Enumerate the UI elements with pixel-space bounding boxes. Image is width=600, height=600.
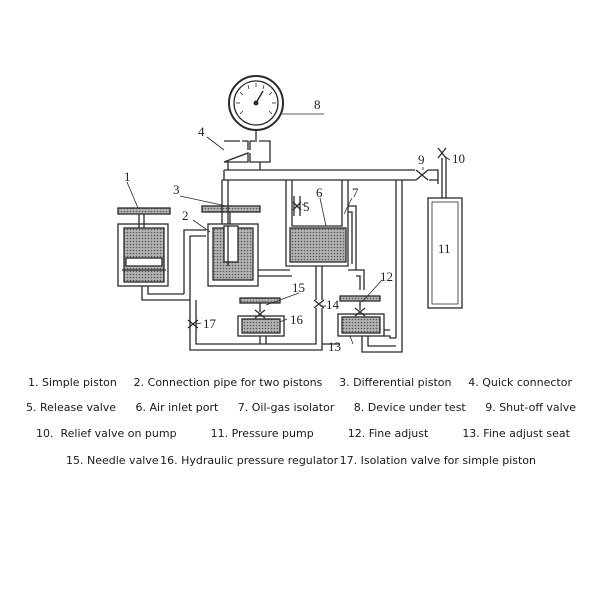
legend-row-4: 15. Needle valve 16. Hydraulic pressure …	[0, 454, 600, 467]
callout-16: 16	[290, 312, 304, 327]
legend-row-3: 10. Relief valve on pump 11. Pressure pu…	[0, 427, 600, 440]
pressure-pump	[427, 197, 463, 309]
legend-item: 16. Hydraulic pressure regulator	[160, 454, 339, 467]
callout-8: 8	[314, 97, 321, 112]
oil-gas-isolator	[285, 180, 357, 300]
callout-15: 15	[292, 280, 305, 295]
quick-connector	[223, 140, 271, 170]
legend-item: 15. Needle valve	[66, 454, 159, 467]
legend-item: 6. Air inlet port	[135, 401, 219, 414]
simple-piston	[117, 207, 171, 287]
pressure-gauge-icon	[228, 75, 284, 131]
release-valve	[292, 201, 302, 211]
callout-11: 11	[438, 241, 451, 256]
callout-9: 9	[418, 152, 425, 167]
legend-item: 3. Differential piston	[339, 376, 452, 389]
fine-adjust	[337, 295, 385, 337]
callout-14: 14	[326, 297, 340, 312]
legend-item: 1. Simple piston	[28, 376, 117, 389]
hydraulic-circuit-diagram: 1 2 3 4 5 6 7 8 9 10 11 12 13 14 15 16 1…	[117, 75, 465, 354]
valve-14	[313, 299, 325, 309]
shut-off-valve	[415, 169, 429, 181]
callout-4: 4	[198, 124, 205, 139]
legend-item: 7. Oil-gas isolator	[237, 401, 335, 414]
legend-item: 12. Fine adjust	[347, 427, 429, 440]
differential-piston	[201, 205, 261, 287]
legend-item: 17. Isolation valve for simple piston	[339, 454, 536, 467]
callout-5: 5	[303, 199, 310, 214]
callout-3: 3	[173, 182, 180, 197]
callout-13: 13	[328, 339, 341, 354]
needle-valve	[237, 297, 285, 337]
callout-12: 12	[380, 269, 393, 284]
legend-item: 13. Fine adjust seat	[462, 427, 570, 440]
legend-item: 2. Connection pipe for two pistons	[133, 376, 323, 389]
connection-pipe	[183, 229, 206, 237]
callout-2: 2	[182, 208, 189, 223]
legend-item: 4. Quick connector	[468, 376, 572, 389]
callout-7: 7	[352, 185, 359, 200]
legend-item: 5. Release valve	[26, 401, 117, 414]
legend-row-1: 1. Simple piston 2. Connection pipe for …	[0, 376, 600, 389]
legend-item: 9. Shut-off valve	[485, 401, 576, 414]
callout-1: 1	[124, 169, 131, 184]
legend-row-2: 5. Release valve 6. Air inlet port 7. Oi…	[0, 401, 600, 414]
callout-17: 17	[203, 316, 217, 331]
isolation-valve	[187, 319, 199, 329]
legend-item: 10. Relief valve on pump	[36, 427, 177, 440]
legend-item: 8. Device under test	[353, 401, 466, 414]
legend-item: 11. Pressure pump	[210, 427, 314, 440]
callout-6: 6	[316, 185, 323, 200]
callout-10: 10	[452, 151, 465, 166]
